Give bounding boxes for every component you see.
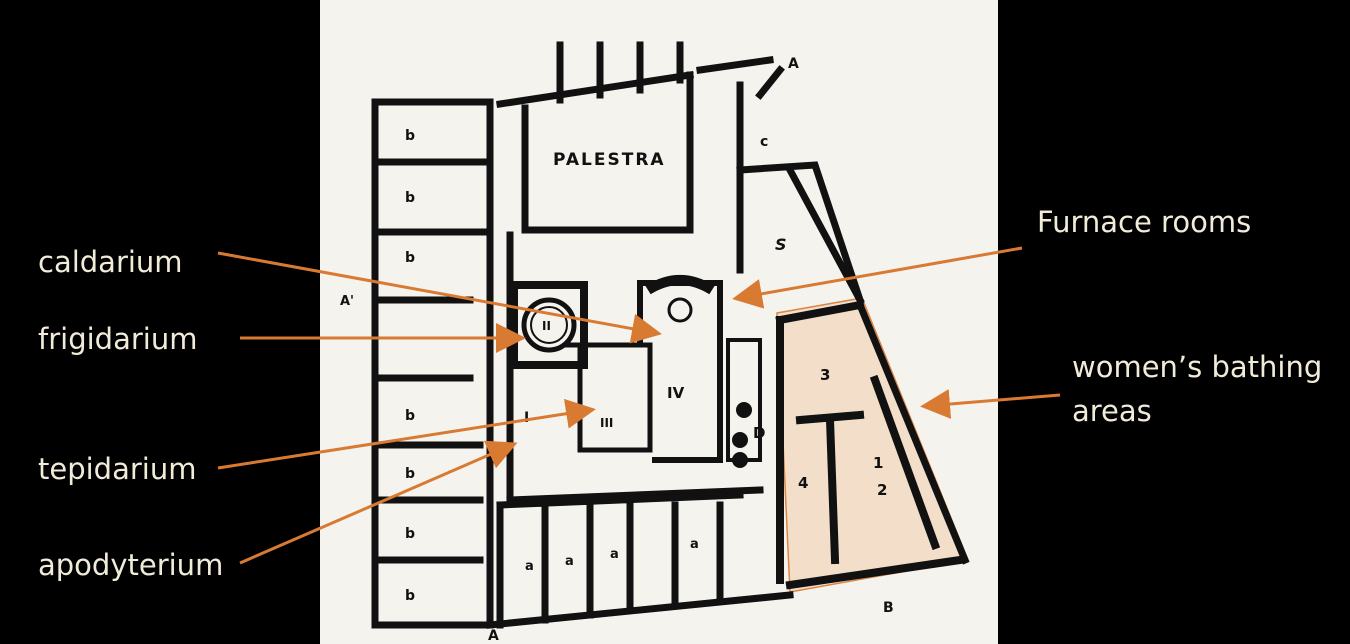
room-d-label: D xyxy=(753,424,765,442)
room-2-label: 2 xyxy=(877,481,887,499)
room-a-label-4: a xyxy=(690,537,699,552)
entrance-a-top-label: A xyxy=(788,56,799,72)
room-4-label: 4 xyxy=(798,474,808,492)
womens-areas-arrow xyxy=(920,389,1061,419)
apodyterium-arrow xyxy=(239,440,518,565)
room-3-label: 3 xyxy=(820,366,830,384)
room-a-label-2: a xyxy=(565,554,574,569)
womens-bathing-areas-label: women’s bathing areas xyxy=(1072,350,1323,428)
callout-arrows xyxy=(217,246,1061,565)
frigidarium-label: frigidarium xyxy=(38,322,198,356)
entrance-a-prime-label: A' xyxy=(340,294,354,309)
room-a-label-1: a xyxy=(525,559,534,574)
palestra-label: PALESTRA xyxy=(553,150,666,170)
plan-walls xyxy=(371,41,970,629)
room-b-label-3: b xyxy=(405,250,415,266)
entrance-a-bottom-label: A xyxy=(488,628,499,644)
room-b-label-2: b xyxy=(405,190,415,206)
room-b-label-6: b xyxy=(405,526,415,542)
caldarium-arrow xyxy=(217,251,662,344)
room-1-label: 1 xyxy=(873,454,883,472)
room-b-label-1: b xyxy=(405,128,415,144)
room-b-label-4: b xyxy=(405,408,415,424)
room-b-label-5: b xyxy=(405,466,415,482)
room-iv-label: IV xyxy=(667,384,685,402)
pools xyxy=(510,275,752,468)
furnace-rooms-arrow xyxy=(732,246,1023,309)
apodyterium-label: apodyterium xyxy=(38,548,224,582)
room-s-label: S xyxy=(775,235,787,254)
caldarium-label: caldarium xyxy=(38,245,183,279)
room-iii-label: III xyxy=(600,416,613,430)
room-c-label: c xyxy=(760,134,768,150)
tepidarium-arrow xyxy=(217,398,596,470)
room-a-label-3: a xyxy=(610,547,619,562)
room-ii-label: II xyxy=(542,319,551,333)
room-i-label: I xyxy=(524,410,529,426)
tepidarium-label: tepidarium xyxy=(38,452,197,486)
room-b-label-7: b xyxy=(405,588,415,604)
furnace-rooms-label: Furnace rooms xyxy=(1037,205,1252,239)
entrance-b-label: B xyxy=(883,600,894,616)
